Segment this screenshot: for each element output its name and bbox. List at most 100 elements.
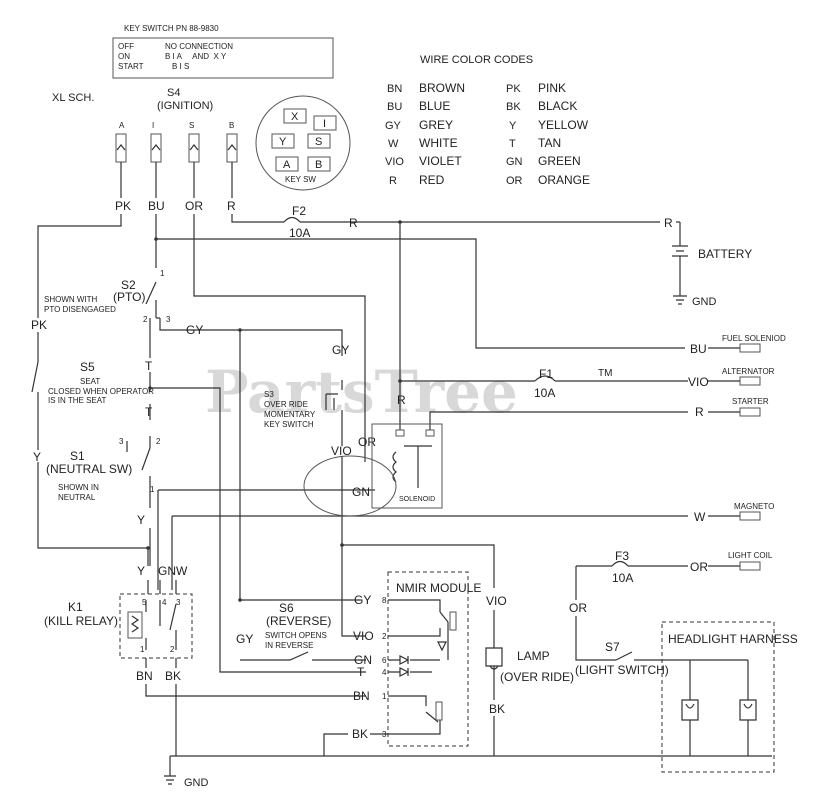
headlight-bulb-right	[739, 699, 757, 721]
output-magneto: MAGNETO	[734, 502, 774, 511]
wire-label-r-battery: R	[664, 216, 673, 230]
key-sw-label: KEY SW	[285, 175, 316, 184]
fuse-f3-name: F3	[615, 549, 629, 563]
ignition-terminals: A I S B	[115, 121, 238, 163]
seat-note-1: SEAT	[80, 377, 100, 386]
legend-code: W	[388, 138, 399, 150]
legend-name: TAN	[538, 136, 561, 150]
wire-label-r-top: R	[349, 216, 358, 230]
pto-note-2: PTO DISENGAGED	[44, 305, 116, 314]
legend-right: PK PINK BK BLACK Y YELLOW T TAN GN GREEN…	[506, 81, 590, 187]
wire-label-or-solenoid: OR	[358, 435, 376, 449]
legend-code: OR	[506, 175, 523, 187]
wire-label-gnw: GNW	[158, 564, 188, 578]
neutral-note-1: SHOWN IN	[58, 483, 99, 492]
ignition-wire-or: OR	[185, 199, 203, 213]
legend-title: WIRE COLOR CODES	[420, 54, 533, 66]
legend-code: PK	[506, 83, 521, 95]
wire-label-vio-lamp: VIO	[486, 594, 507, 608]
override-line-3: KEY SWITCH	[264, 420, 314, 429]
wire-label-gn-module: GN	[354, 653, 372, 667]
reverse-note-1: SWITCH OPENS	[265, 631, 327, 640]
wire-label-t-2: T	[145, 405, 153, 419]
solenoid-label: SOLENOID	[399, 496, 435, 503]
override-line-1: OVER RIDE	[264, 400, 308, 409]
key-switch-part-label: KEY SWITCH PN 88-9830	[124, 24, 219, 33]
nmir-module-label: NMIR MODULE	[396, 581, 481, 595]
neutral-terminal-3: 3	[119, 437, 124, 446]
key-table-row-3-pos: START	[118, 62, 144, 71]
legend-code: BN	[387, 83, 402, 95]
kill-relay-box	[119, 593, 193, 659]
ignition-terminal-a: A	[119, 121, 125, 130]
ignition-wire-r: R	[227, 199, 236, 213]
legend-name: GREY	[419, 118, 453, 132]
override-line-2: MOMENTARY	[264, 410, 316, 419]
key-switch-table	[112, 37, 334, 79]
output-connectors	[708, 343, 761, 571]
wire-label-y-left: Y	[33, 450, 41, 464]
ignition-terminal-b: B	[229, 121, 234, 130]
output-light-coil: LIGHT COIL	[728, 551, 773, 560]
reverse-name: S6	[279, 601, 294, 615]
key-table-row-1-pos: OFF	[118, 42, 134, 51]
pto-terminal-1: 1	[160, 269, 165, 278]
override-highlight-ellipse	[303, 455, 397, 517]
nmir-pin-1: 1	[382, 692, 387, 701]
lamp-sub: (OVER RIDE)	[500, 670, 574, 684]
pto-note-1: SHOWN WITH	[44, 295, 98, 304]
legend-name: RED	[419, 173, 445, 187]
kill-relay-pin-3: 3	[176, 598, 181, 607]
wire-label-gy-pto: GY	[186, 323, 203, 337]
kill-relay-pin-2: 2	[170, 645, 175, 654]
legend-name: WHITE	[419, 136, 458, 150]
legend-code: GY	[385, 120, 402, 132]
key-sw-cell-b: B	[315, 159, 322, 171]
wire-label-bk-lamp: BK	[489, 702, 505, 716]
nmir-pin-3: 3	[382, 730, 387, 739]
key-sw-diagram: X I Y S A B KEY SW	[255, 95, 351, 191]
legend-name: ORANGE	[538, 173, 590, 187]
headlight-bulb-left	[681, 699, 699, 721]
wire-label-or-light: OR	[690, 560, 708, 574]
legend-name: BLUE	[419, 99, 450, 113]
neutral-note-2: NEUTRAL	[58, 493, 96, 502]
pto-name: S2	[121, 278, 136, 292]
wire-label-bk-module: BK	[352, 727, 368, 741]
fuse-f2-symbol	[283, 216, 301, 223]
output-alternator: ALTERNATOR	[722, 367, 775, 376]
legend-name: PINK	[538, 81, 566, 95]
watermark-tm: TM	[598, 368, 612, 379]
wire-label-pk-left: PK	[31, 318, 47, 332]
fuse-f2-name: F2	[292, 204, 306, 218]
pto-terminal-2: 2	[143, 315, 148, 324]
battery-gnd: GND	[692, 296, 717, 308]
ignition-subtitle: (IGNITION)	[157, 100, 213, 112]
lamp-name: LAMP	[517, 649, 550, 663]
key-sw-cell-a: A	[283, 159, 291, 171]
fuse-f1-symbol	[534, 375, 556, 382]
ground-label: GND	[184, 777, 209, 789]
ignition-wire-pk: PK	[115, 199, 131, 213]
override-switch-contact	[325, 393, 338, 410]
key-sw-cell-y: Y	[279, 136, 287, 148]
seat-note-2: CLOSED WHEN OPERATOR	[48, 387, 154, 396]
light-switch-name: S7	[605, 640, 620, 654]
kill-relay-pin-1: 1	[140, 645, 145, 654]
key-sw-cell-s: S	[315, 136, 322, 148]
nmir-pin-6: 6	[382, 656, 387, 665]
legend-name: VIOLET	[419, 154, 462, 168]
solenoid: SOLENOID	[371, 423, 443, 509]
output-fuel-solenoid: FUEL SOLENIOD	[722, 334, 786, 343]
fuse-f1-rating: 10A	[534, 386, 555, 400]
output-starter: STARTER	[732, 397, 769, 406]
neutral-terminal-2: 2	[156, 437, 161, 446]
legend-code: BK	[506, 101, 521, 113]
nmir-pin-2: 2	[382, 632, 387, 641]
legend-code: BU	[387, 101, 402, 113]
fuse-f3-symbol	[611, 560, 629, 567]
legend-code: VIO	[385, 156, 404, 168]
neutral-terminal-1: 1	[150, 485, 155, 494]
wire-label-bu-fuel: BU	[690, 342, 707, 356]
